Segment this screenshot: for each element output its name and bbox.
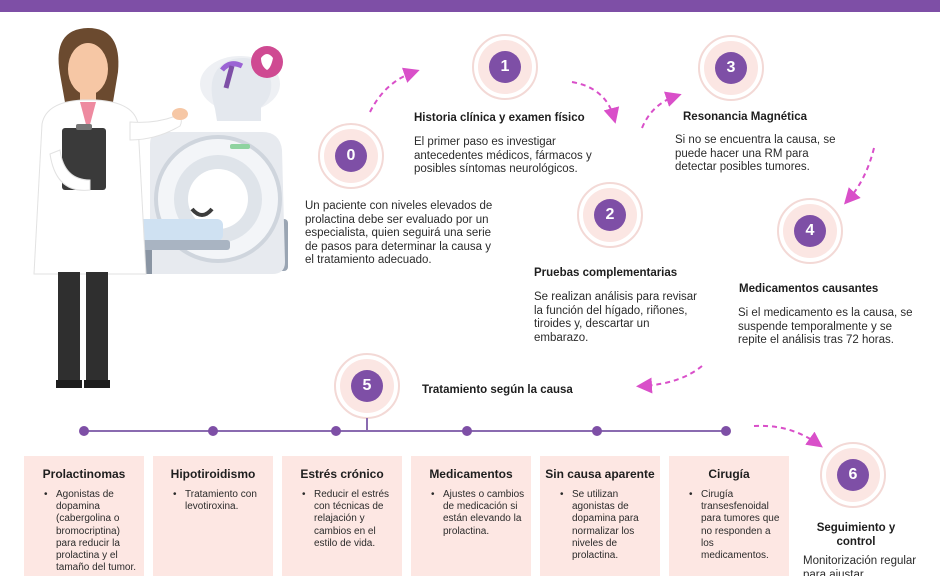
step-badge-1: 1 <box>472 34 538 100</box>
header-bar <box>0 0 940 12</box>
arrow-4-5 <box>636 365 703 394</box>
step-6-description: Monitorización regular para ajustar <box>803 555 917 576</box>
step-number-2: 2 <box>594 199 626 231</box>
cause-item: Tratamiento con levotiroxina. <box>173 489 267 513</box>
step-badge-5: 5 <box>334 353 400 419</box>
branch-stem <box>366 418 368 430</box>
branch-dot-6 <box>721 426 731 436</box>
cause-item: Agonistas de dopamina (cabergolina o bro… <box>44 489 138 574</box>
branch-dot-3 <box>331 426 341 436</box>
step-5-title: Tratamiento según la causa <box>422 384 573 396</box>
cause-title: Prolactinomas <box>42 467 126 481</box>
cause-card-prolactinomas: Prolactinomas Agonistas de dopamina (cab… <box>24 456 144 576</box>
step-0-description: Un paciente con niveles elevados de prol… <box>305 200 493 266</box>
cause-card-medicamentos: Medicamentos Ajustes o cambios de medica… <box>411 456 531 576</box>
doctor-icon <box>33 28 188 388</box>
doctor-mri-illustration <box>33 28 288 388</box>
step-2-description: Se realizan análisis para revisar la fun… <box>534 291 697 344</box>
cause-item: Se utilizan agonistas de dopamina para n… <box>560 489 654 562</box>
cause-title: Sin causa aparente <box>545 467 655 481</box>
step-badge-4: 4 <box>777 198 843 264</box>
arrow-1-2 <box>571 81 620 124</box>
step-number-5: 5 <box>351 370 383 402</box>
step-number-6: 6 <box>837 459 869 491</box>
cause-item: Ajustes o cambios de medicación si están… <box>431 489 525 538</box>
arrow-0-1 <box>369 67 420 113</box>
step-4-title: Medicamentos causantes <box>739 283 879 295</box>
arrow-5-6 <box>753 424 823 448</box>
branch-dot-5 <box>592 426 602 436</box>
step-badge-6: 6 <box>820 442 886 508</box>
cause-item: Reducir el estrés con técnicas de relaja… <box>302 489 396 550</box>
arrow-2-3 <box>641 91 682 129</box>
brain-head-icon <box>200 46 283 121</box>
branch-dot-1 <box>79 426 89 436</box>
step-badge-3: 3 <box>698 35 764 101</box>
branch-dot-4 <box>462 426 472 436</box>
step-badge-2: 2 <box>577 182 643 248</box>
cause-title: Cirugía <box>708 467 750 481</box>
step-number-1: 1 <box>489 51 521 83</box>
cause-title: Medicamentos <box>429 467 513 481</box>
cause-card-sin-causa: Sin causa aparente Se utilizan agonistas… <box>540 456 660 576</box>
step-2-title: Pruebas complementarias <box>534 267 678 279</box>
step-number-0: 0 <box>335 140 367 172</box>
step-number-3: 3 <box>715 52 747 84</box>
cause-title: Estrés crónico <box>300 467 384 481</box>
branch-dot-2 <box>208 426 218 436</box>
cause-card-hipotiroidismo: Hipotiroidismo Tratamiento con levotirox… <box>153 456 273 576</box>
cause-item: Cirugía transesfenoidal para tumores que… <box>689 489 783 562</box>
cause-title: Hipotiroidismo <box>170 467 256 481</box>
step-4-description: Si el medicamento es la causa, se suspen… <box>738 307 913 346</box>
cause-card-estres: Estrés crónico Reducir el estrés con téc… <box>282 456 402 576</box>
step-1-title: Historia clínica y examen físico <box>414 112 585 124</box>
cause-card-cirugia: Cirugía Cirugía transesfenoidal para tum… <box>669 456 789 576</box>
step-badge-0: 0 <box>318 123 384 189</box>
branch-line <box>84 430 726 432</box>
step-3-description: Si no se encuentra la causa, se puede ha… <box>675 134 836 173</box>
step-number-4: 4 <box>794 215 826 247</box>
arrow-3-4 <box>843 147 875 205</box>
step-6-title: Seguimiento y control <box>816 522 896 548</box>
step-3-title: Resonancia Magnética <box>683 111 807 123</box>
step-1-description: El primer paso es investigar antecedente… <box>414 136 592 175</box>
mri-machine-icon <box>110 132 288 274</box>
